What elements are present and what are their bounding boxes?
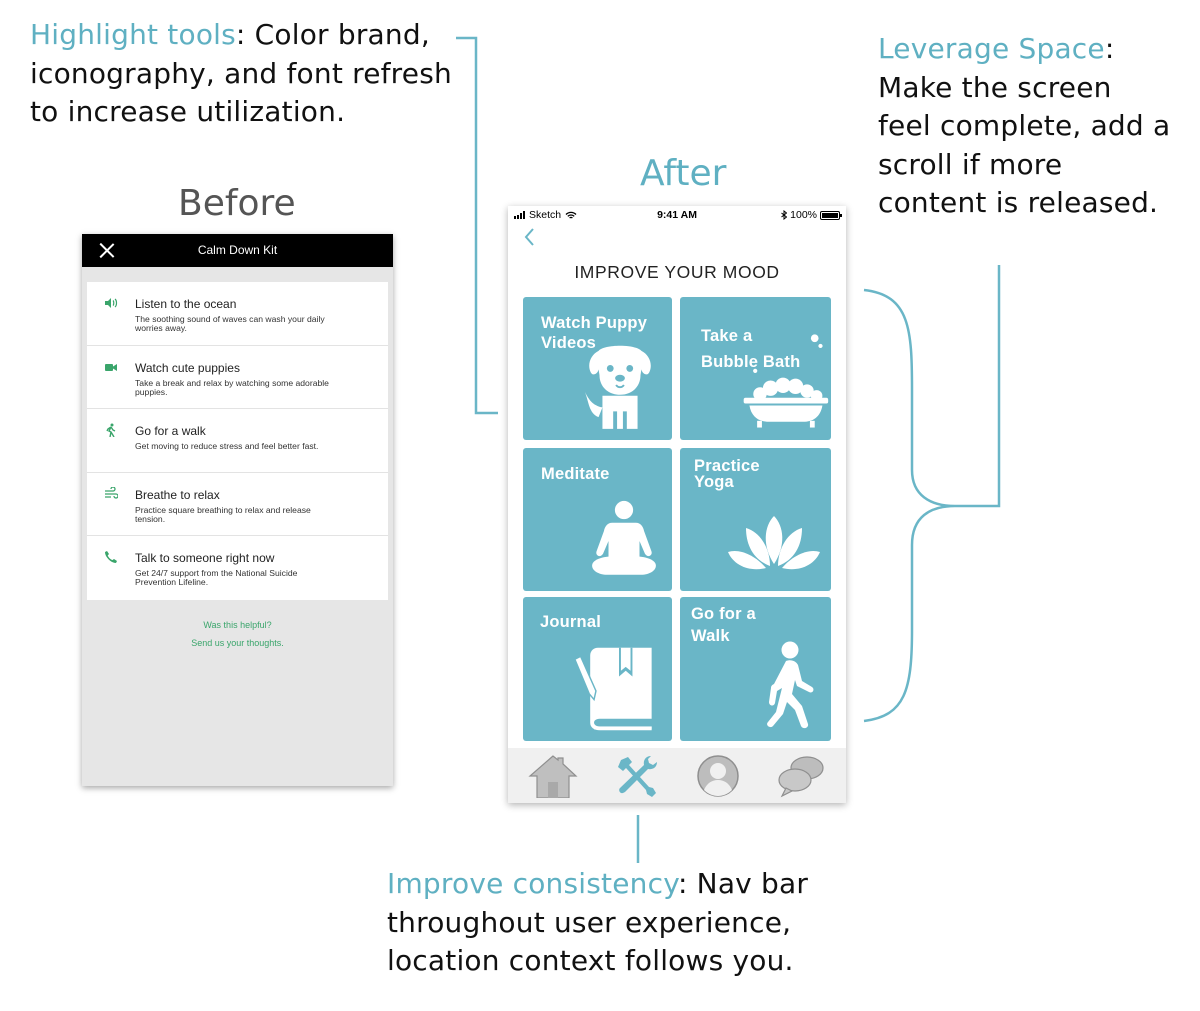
annotation-improve-consistency: Improve consistency: Nav bar throughout … xyxy=(387,867,809,977)
list-item-description: The soothing sound of waves can wash you… xyxy=(135,314,325,333)
list-item-description: Get 24/7 support from the National Suici… xyxy=(135,568,298,588)
walking-person-icon xyxy=(106,423,116,438)
list-item-title: Talk to someone right now xyxy=(135,551,275,566)
after-phone-screen: Sketch 9:41 AM 100% IMPROVE YOUR MOOD Wa… xyxy=(508,206,846,803)
tile-watch-puppy-videos[interactable]: Watch Puppy Videos xyxy=(523,297,672,440)
list-item[interactable]: Go for a walk Get moving to reduce stres… xyxy=(87,409,388,473)
journal-icon xyxy=(573,647,652,731)
annotation-heading: Highlight tools xyxy=(30,18,236,51)
list-item-title: Go for a walk xyxy=(135,424,206,439)
speaker-icon xyxy=(105,298,118,308)
chat-icon[interactable] xyxy=(776,754,826,798)
profile-icon[interactable] xyxy=(693,754,743,798)
list-item-description: Take a break and relax by watching some … xyxy=(135,377,329,397)
phone-icon xyxy=(105,551,117,564)
before-heading: Before xyxy=(178,183,296,224)
video-camera-icon xyxy=(105,363,117,371)
before-header: Calm Down Kit xyxy=(82,234,393,267)
feedback-link[interactable]: Send us your thoughts. xyxy=(191,638,284,648)
list-item-title: Breathe to relax xyxy=(135,487,220,502)
battery-icon xyxy=(820,210,842,220)
tile-practice-yoga[interactable]: Practice Yoga xyxy=(680,448,831,591)
tile-label: Watch Puppy Videos xyxy=(541,314,648,352)
annotation-highlight-tools: Highlight tools: Color brand, iconograph… xyxy=(30,18,452,128)
bluetooth-icon xyxy=(781,210,788,220)
tools-icon[interactable] xyxy=(613,754,663,798)
bathtub-icon xyxy=(743,334,829,428)
status-bar: Sketch 9:41 AM 100% xyxy=(508,206,846,226)
lotus-icon xyxy=(728,516,820,570)
list-item[interactable]: Talk to someone right now Get 24/7 suppo… xyxy=(87,536,388,600)
home-icon[interactable] xyxy=(528,754,578,798)
list-item[interactable]: Breathe to relax Practice square breathi… xyxy=(87,473,388,537)
annotation-heading: Leverage Space xyxy=(878,32,1105,65)
wifi-icon xyxy=(565,211,577,219)
tile-label: Journal xyxy=(540,613,601,631)
before-header-title: Calm Down Kit xyxy=(197,243,278,257)
list-item[interactable]: Watch cute puppies Take a break and rela… xyxy=(87,346,388,410)
tile-go-for-a-walk[interactable]: Go for a Walk xyxy=(680,597,831,741)
bottom-nav-bar xyxy=(508,748,846,803)
signal-icon xyxy=(514,211,525,219)
tile-label: Go for a Walk xyxy=(691,605,756,645)
before-phone-screen: Calm Down Kit Listen to the ocean The so… xyxy=(82,234,393,786)
before-list: Listen to the ocean The soothing sound o… xyxy=(87,282,388,600)
before-feedback: Was this helpful? Send us your thoughts. xyxy=(82,616,393,652)
status-time: 9:41 AM xyxy=(657,209,697,221)
screen-title: IMPROVE YOUR MOOD xyxy=(574,262,780,282)
meditation-icon xyxy=(592,500,656,575)
helpful-question[interactable]: Was this helpful? xyxy=(203,620,272,630)
tile-journal[interactable]: Journal xyxy=(523,597,672,741)
list-item-description: Get moving to reduce stress and feel bet… xyxy=(135,441,319,452)
walking-person-icon xyxy=(767,641,814,729)
battery-percent: 100% xyxy=(790,209,817,221)
list-item[interactable]: Listen to the ocean The soothing sound o… xyxy=(87,282,388,346)
tile-label: Practice Yoga xyxy=(694,457,760,491)
tile-label: Meditate xyxy=(541,465,610,483)
list-item-description: Practice square breathing to relax and r… xyxy=(135,504,311,524)
wind-icon xyxy=(105,486,118,499)
annotation-leverage-space: Leverage Space: Make the screen feel com… xyxy=(878,32,1171,219)
back-chevron-icon[interactable] xyxy=(522,226,538,248)
list-item-title: Listen to the ocean xyxy=(135,297,237,311)
after-heading: After xyxy=(640,153,727,194)
annotation-heading: Improve consistency xyxy=(387,867,678,900)
tile-take-a-bubble-bath[interactable]: Take a Bubble Bath xyxy=(680,297,831,440)
puppy-icon xyxy=(584,345,651,429)
list-item-title: Watch cute puppies xyxy=(135,360,240,375)
tile-meditate[interactable]: Meditate xyxy=(523,448,672,591)
carrier-label: Sketch xyxy=(529,209,562,221)
tile-label: Take a Bubble Bath xyxy=(701,327,801,371)
